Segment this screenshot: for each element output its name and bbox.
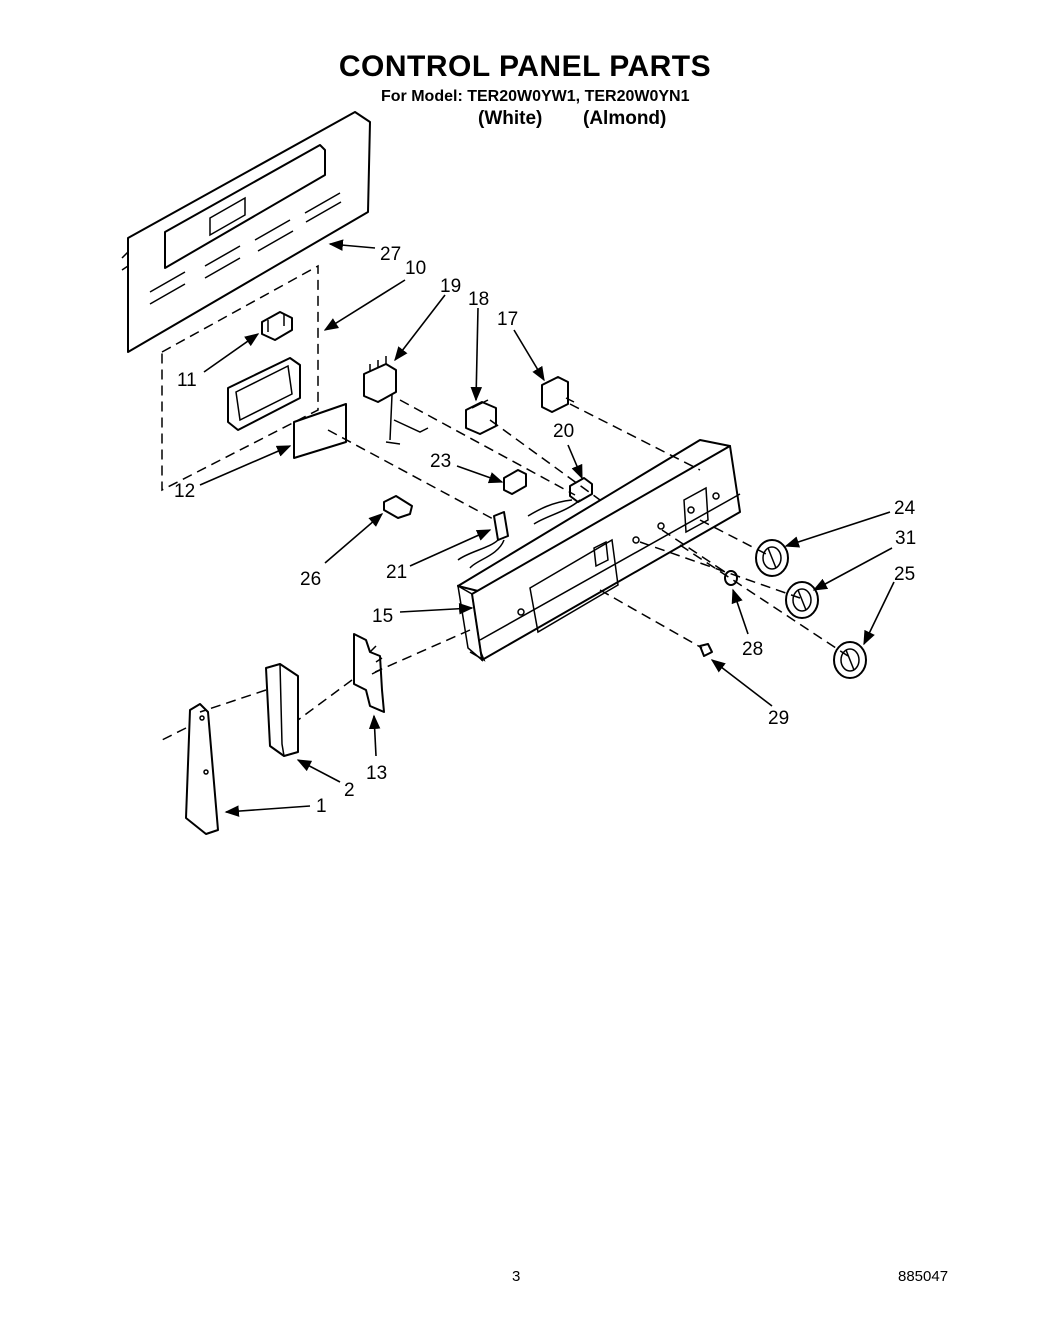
part-18-relay xyxy=(465,399,497,435)
part-20-wire-harness xyxy=(527,477,593,525)
callout-1: 1 xyxy=(316,796,327,817)
callout-18: 18 xyxy=(468,289,489,310)
callout-10: 10 xyxy=(405,258,426,279)
callout-leaders xyxy=(199,239,895,817)
part-10-assembly-outline xyxy=(161,264,319,492)
callout-26: 26 xyxy=(300,569,321,590)
callout-19: 19 xyxy=(440,276,461,297)
color-label-white: (White) xyxy=(478,108,543,129)
callout-17: 17 xyxy=(497,309,518,330)
page-title: CONTROL PANEL PARTS xyxy=(338,50,712,83)
part-11-clip xyxy=(261,311,293,341)
part-23-connector xyxy=(503,469,527,495)
callout-21: 21 xyxy=(386,562,407,583)
callout-20: 20 xyxy=(553,421,574,442)
callout-23: 23 xyxy=(430,451,451,472)
part-12-display-window xyxy=(227,357,347,459)
part-1-side-panel xyxy=(185,703,219,835)
part-29-cap xyxy=(699,643,713,657)
part-21-harness xyxy=(457,511,509,569)
part-19-switch xyxy=(363,356,429,445)
callout-13: 13 xyxy=(366,763,387,784)
part-17-switch xyxy=(541,376,575,413)
callout-29: 29 xyxy=(768,708,789,729)
part-13-bracket xyxy=(353,633,385,713)
callout-12: 12 xyxy=(174,481,195,502)
assembly-guide-lines xyxy=(161,399,849,741)
part-27-mounting-plate xyxy=(121,111,371,353)
part-25-knob xyxy=(833,641,867,679)
callout-24: 24 xyxy=(894,498,916,519)
callout-28: 28 xyxy=(742,639,763,660)
callout-11: 11 xyxy=(177,370,197,391)
part-26-clip xyxy=(383,495,413,519)
color-label-almond: (Almond) xyxy=(583,108,667,129)
callout-numbers: 27 10 19 18 17 11 20 23 12 24 31 25 26 2… xyxy=(174,244,916,817)
model-numbers: For Model: TER20W0YW1, TER20W0YN1 xyxy=(381,88,690,105)
callout-2: 2 xyxy=(344,780,355,801)
document-number: 885047 xyxy=(898,1268,949,1285)
page-number: 3 xyxy=(512,1268,521,1285)
callout-31: 31 xyxy=(895,528,916,549)
callout-15: 15 xyxy=(372,606,393,627)
part-24-knob xyxy=(755,539,789,577)
part-15-control-console xyxy=(457,439,741,662)
part-31-knob xyxy=(785,581,819,619)
callout-27: 27 xyxy=(380,244,401,265)
callout-25: 25 xyxy=(894,564,915,585)
part-2-end-cap xyxy=(265,663,299,757)
